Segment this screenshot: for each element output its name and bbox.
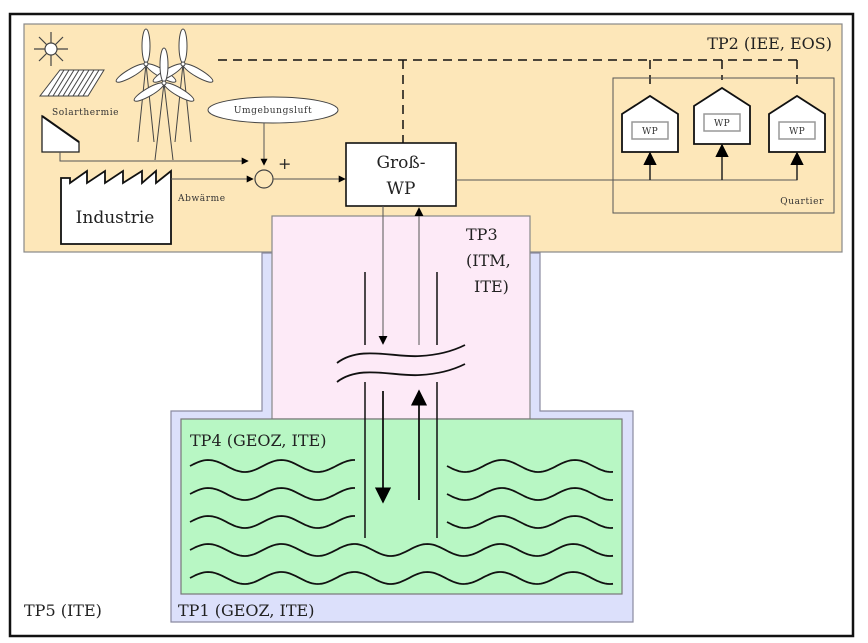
tp3-label-line1: TP3	[466, 225, 498, 244]
house-icon: WP	[768, 94, 826, 153]
house-1-label: WP	[642, 127, 658, 137]
water-wave	[189, 571, 614, 585]
tp5-label: TP5 (ITE)	[24, 601, 102, 620]
house-3-label: WP	[789, 127, 805, 137]
heat-pump-label-line2: WP	[387, 179, 416, 199]
water-wave	[189, 515, 355, 529]
tp3-label-line2: (ITM,	[466, 251, 511, 270]
factory-icon: Industrie	[60, 169, 172, 245]
solar-collector-icon	[41, 114, 80, 153]
waste-heat-label: Abwärme	[177, 194, 226, 204]
water-wave	[446, 515, 614, 529]
sum-node	[254, 169, 274, 189]
district-label: Quartier	[780, 197, 824, 207]
ambient-air-label: Umgebungsluft	[234, 106, 312, 116]
house-icon: WP	[621, 94, 679, 153]
water-wave	[446, 459, 614, 473]
tp2-label: TP2 (IEE, EOS)	[707, 34, 832, 53]
tp4-label: TP4 (GEOZ, ITE)	[190, 431, 326, 450]
wind-turbine-icon	[115, 28, 214, 161]
industry-label: Industrie	[76, 208, 155, 228]
tp3-region	[271, 215, 531, 420]
water-wave	[446, 487, 614, 501]
solar-to-sum-line	[59, 152, 249, 165]
ambient-air-node: Umgebungsluft	[207, 96, 339, 124]
water-wave	[189, 543, 614, 557]
sun-icon	[34, 32, 68, 66]
pipe-break-icon	[336, 344, 466, 383]
sum-sign: +	[278, 154, 291, 173]
tp4-region	[180, 418, 623, 595]
tp1-label: TP1 (GEOZ, ITE)	[178, 601, 314, 620]
water-wave	[189, 459, 355, 473]
water-waves-icon	[189, 459, 614, 585]
solar-label: Solarthermie	[52, 108, 119, 118]
solar-panel-icon	[38, 69, 105, 97]
district-box	[612, 77, 835, 214]
tp3-label-line3: ITE)	[474, 277, 509, 296]
house-2-label: WP	[714, 119, 730, 129]
water-wave	[189, 487, 355, 501]
control-signal-line	[218, 59, 798, 143]
heat-pump-label-line1: Groß-	[376, 153, 425, 173]
house-icon: WP	[693, 86, 751, 145]
central-heat-pump: Groß- WP	[345, 142, 457, 207]
